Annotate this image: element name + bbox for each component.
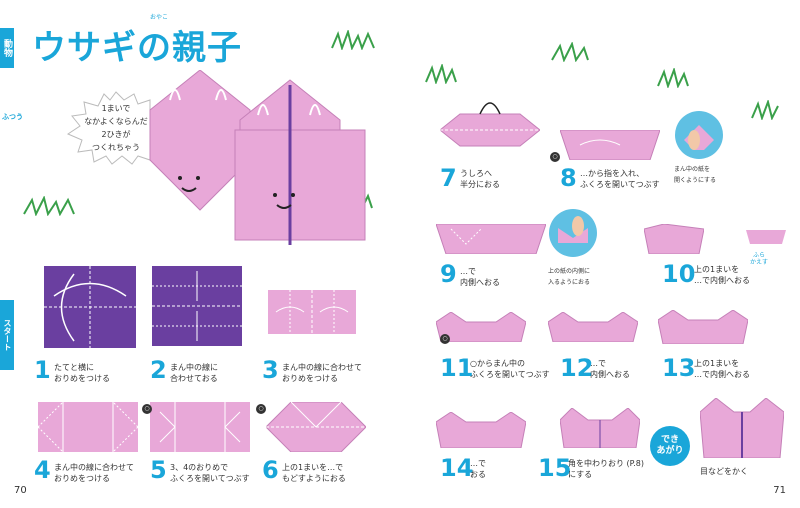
grass-icon [425, 64, 457, 84]
step-6-text: 上の1まいを…で もどすようにおる [282, 463, 346, 483]
step-7-diagram [440, 102, 540, 147]
note-8: まん中の紙を 開くようにする [674, 166, 717, 184]
page-number-right: 71 [773, 485, 786, 496]
step-9-diagram [436, 224, 546, 254]
step-11-text: ○からまん中の ふくろを開いてつぶす [470, 359, 550, 379]
step-2-diagram [152, 266, 242, 346]
flip-icon: ○ [550, 152, 560, 162]
step-16-text: 目などをかく [700, 467, 748, 476]
rabbit-hero-image [149, 70, 366, 245]
step-12-diagram [548, 312, 638, 342]
start-label: スタート [0, 300, 14, 370]
step-2-number: 2 [150, 356, 167, 384]
step-1-text: たてと横に おりめをつける [54, 363, 110, 383]
left-page: 動物 おやこ ウサギの親子 ふつう 1まいで なかよくならんだ 2ひきが つくれ… [0, 14, 375, 496]
right-page: 7 うしろへ 半分におる ○ 8 …から指を入れ、 ふくろを開いてつぶす まん中… [400, 0, 800, 508]
hand-photo-8 [675, 111, 723, 159]
step-6-diagram [266, 402, 366, 452]
step-15-text: 角を中わりおり (P.8) にする [568, 459, 644, 479]
note-9: 上の紙の内側に 入るようにおる [548, 268, 591, 286]
step-8-text: …から指を入れ、 ふくろを開いてつぶす [580, 169, 660, 189]
flip-icon: ○ [440, 334, 450, 344]
step-14-diagram [436, 412, 526, 448]
step-14-text: …で おる [470, 459, 486, 479]
done-badge: でき あがり [650, 426, 690, 466]
grass-icon [751, 100, 779, 120]
step-13-diagram [658, 310, 748, 344]
note-10: ふら かえす [750, 252, 769, 266]
grass-icon [657, 68, 689, 88]
step-15-diagram [560, 408, 640, 448]
step-14-number: 14 [440, 454, 474, 482]
hand-photo-9 [549, 209, 597, 257]
step-3-number: 3 [262, 356, 279, 384]
grass-icon [23, 196, 75, 216]
step-9-number: 9 [440, 260, 457, 288]
flip-icon: ○ [142, 404, 152, 414]
page-number-left: 70 [14, 485, 27, 496]
step-10-mini-diagram [746, 230, 786, 244]
step-12-text: …で 内側へおる [590, 359, 630, 379]
grass-icon [331, 30, 375, 50]
step-5-text: 3、4のおりめで ふくろを開いてつぶす [170, 463, 250, 483]
step-3-text: まん中の線に合わせて おりめをつける [282, 363, 362, 383]
step-2-text: まん中の線に 合わせておる [170, 363, 218, 383]
title-ruby: おやこ [150, 14, 169, 21]
step-1-diagram [44, 266, 136, 348]
step-11-number: 11 [440, 354, 474, 382]
step-8-number: 8 [560, 164, 577, 192]
step-12-number: 12 [560, 354, 594, 382]
difficulty-level: ふつう [2, 113, 23, 121]
bubble-text: 1まいで なかよくならんだ 2ひきが つくれちゃう [84, 104, 148, 152]
page-title: ウサギの親子 [32, 28, 242, 68]
step-7-number: 7 [440, 164, 457, 192]
step-10-diagram [644, 224, 704, 254]
step-15-number: 15 [538, 454, 572, 482]
step-1-number: 1 [34, 356, 51, 384]
step-10-number: 10 [662, 260, 696, 288]
step-13-text: 上の1まいを …で内側へおる [694, 359, 750, 379]
step-3-diagram [268, 290, 356, 334]
step-11-diagram [436, 312, 526, 342]
step-10-text: 上の1まいを …で内側へおる [694, 265, 750, 285]
step-7-text: うしろへ 半分におる [460, 169, 500, 189]
flip-icon: ○ [256, 404, 266, 414]
step-8-diagram [560, 130, 660, 160]
step-13-number: 13 [662, 354, 696, 382]
step-16-diagram [700, 398, 784, 458]
step-4-diagram [38, 402, 138, 452]
grass-icon [551, 42, 589, 62]
category-tab: 動物 [0, 28, 14, 68]
step-4-number: 4 [34, 456, 51, 484]
step-5-number: 5 [150, 456, 167, 484]
step-9-text: …で 内側へおる [460, 267, 500, 287]
step-5-diagram [150, 402, 250, 452]
step-6-number: 6 [262, 456, 279, 484]
step-4-text: まん中の線に合わせて おりめをつける [54, 463, 134, 483]
